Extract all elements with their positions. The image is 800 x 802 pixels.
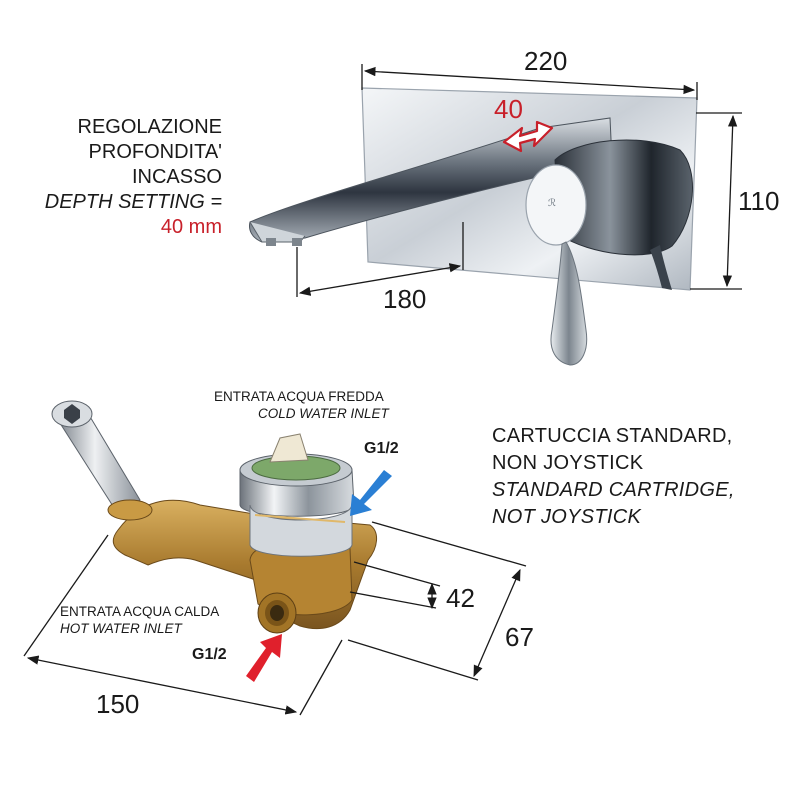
dim-line-150: [26, 655, 298, 715]
depth-setting-note: REGOLAZIONE PROFONDITA' INCASSO DEPTH SE…: [45, 115, 222, 240]
hot-inlet-it: ENTRATA ACQUA CALDA: [60, 604, 220, 619]
depth-note-line4: DEPTH SETTING =: [44, 191, 222, 213]
dim-line-180: [298, 263, 462, 296]
dim-label-42: 42: [446, 583, 475, 613]
dim-label-150: 150: [96, 689, 140, 719]
hot-inlet-size: G1/2: [192, 646, 227, 663]
cold-inlet-en: COLD WATER INLET: [258, 406, 389, 421]
cold-inlet-label: ENTRATA ACQUA FREDDA COLD WATER INLET: [214, 388, 389, 422]
depth-note-value: 40 mm: [160, 216, 222, 238]
hot-inlet-en: HOT WATER INLET: [60, 621, 182, 636]
mixer-cap: [525, 164, 587, 246]
depth-note-line3: INCASSO: [131, 166, 222, 188]
dim-label-220: 220: [524, 46, 568, 76]
dim-label-110: 110: [738, 186, 780, 216]
cartridge-line1: CARTUCCIA STANDARD,: [492, 425, 733, 447]
depth-note-line1: REGOLAZIONE: [77, 116, 222, 138]
dim-label-40: 40: [494, 94, 523, 124]
faucet-dimensions: [296, 64, 742, 297]
dim-label-180: 180: [383, 284, 427, 314]
valve-dimensions: [23, 521, 527, 716]
dim-line-110: [722, 114, 738, 288]
depth-note-line2: PROFONDITA': [88, 141, 222, 163]
cartridge-line3: STANDARD CARTRIDGE,: [492, 479, 735, 501]
dim-line-67: [473, 568, 521, 678]
dim-label-67: 67: [505, 622, 534, 652]
concealed-valve-body: [51, 400, 377, 634]
cartridge-line4: NOT JOYSTICK: [492, 506, 642, 528]
hot-inlet-label: ENTRATA ACQUA CALDA HOT WATER INLET: [60, 603, 219, 637]
mixer-lever: [550, 241, 588, 366]
cartridge-line2: NON JOYSTICK: [492, 452, 644, 474]
cartridge-stem: [269, 433, 309, 463]
mixer-body: [554, 139, 693, 256]
cartridge-note: CARTUCCIA STANDARD, NON JOYSTICK STANDAR…: [492, 423, 735, 531]
cold-inlet-size: G1/2: [364, 440, 399, 457]
wall-faucet: ℛ: [249, 87, 698, 366]
svg-text:ℛ: ℛ: [548, 198, 556, 209]
cold-inlet-arrow: [350, 470, 392, 516]
depth-arrow: [502, 120, 554, 153]
cold-inlet-it: ENTRATA ACQUA FREDDA: [214, 389, 384, 404]
hot-inlet-arrow: [246, 634, 282, 682]
dim-line-220: [363, 66, 696, 95]
